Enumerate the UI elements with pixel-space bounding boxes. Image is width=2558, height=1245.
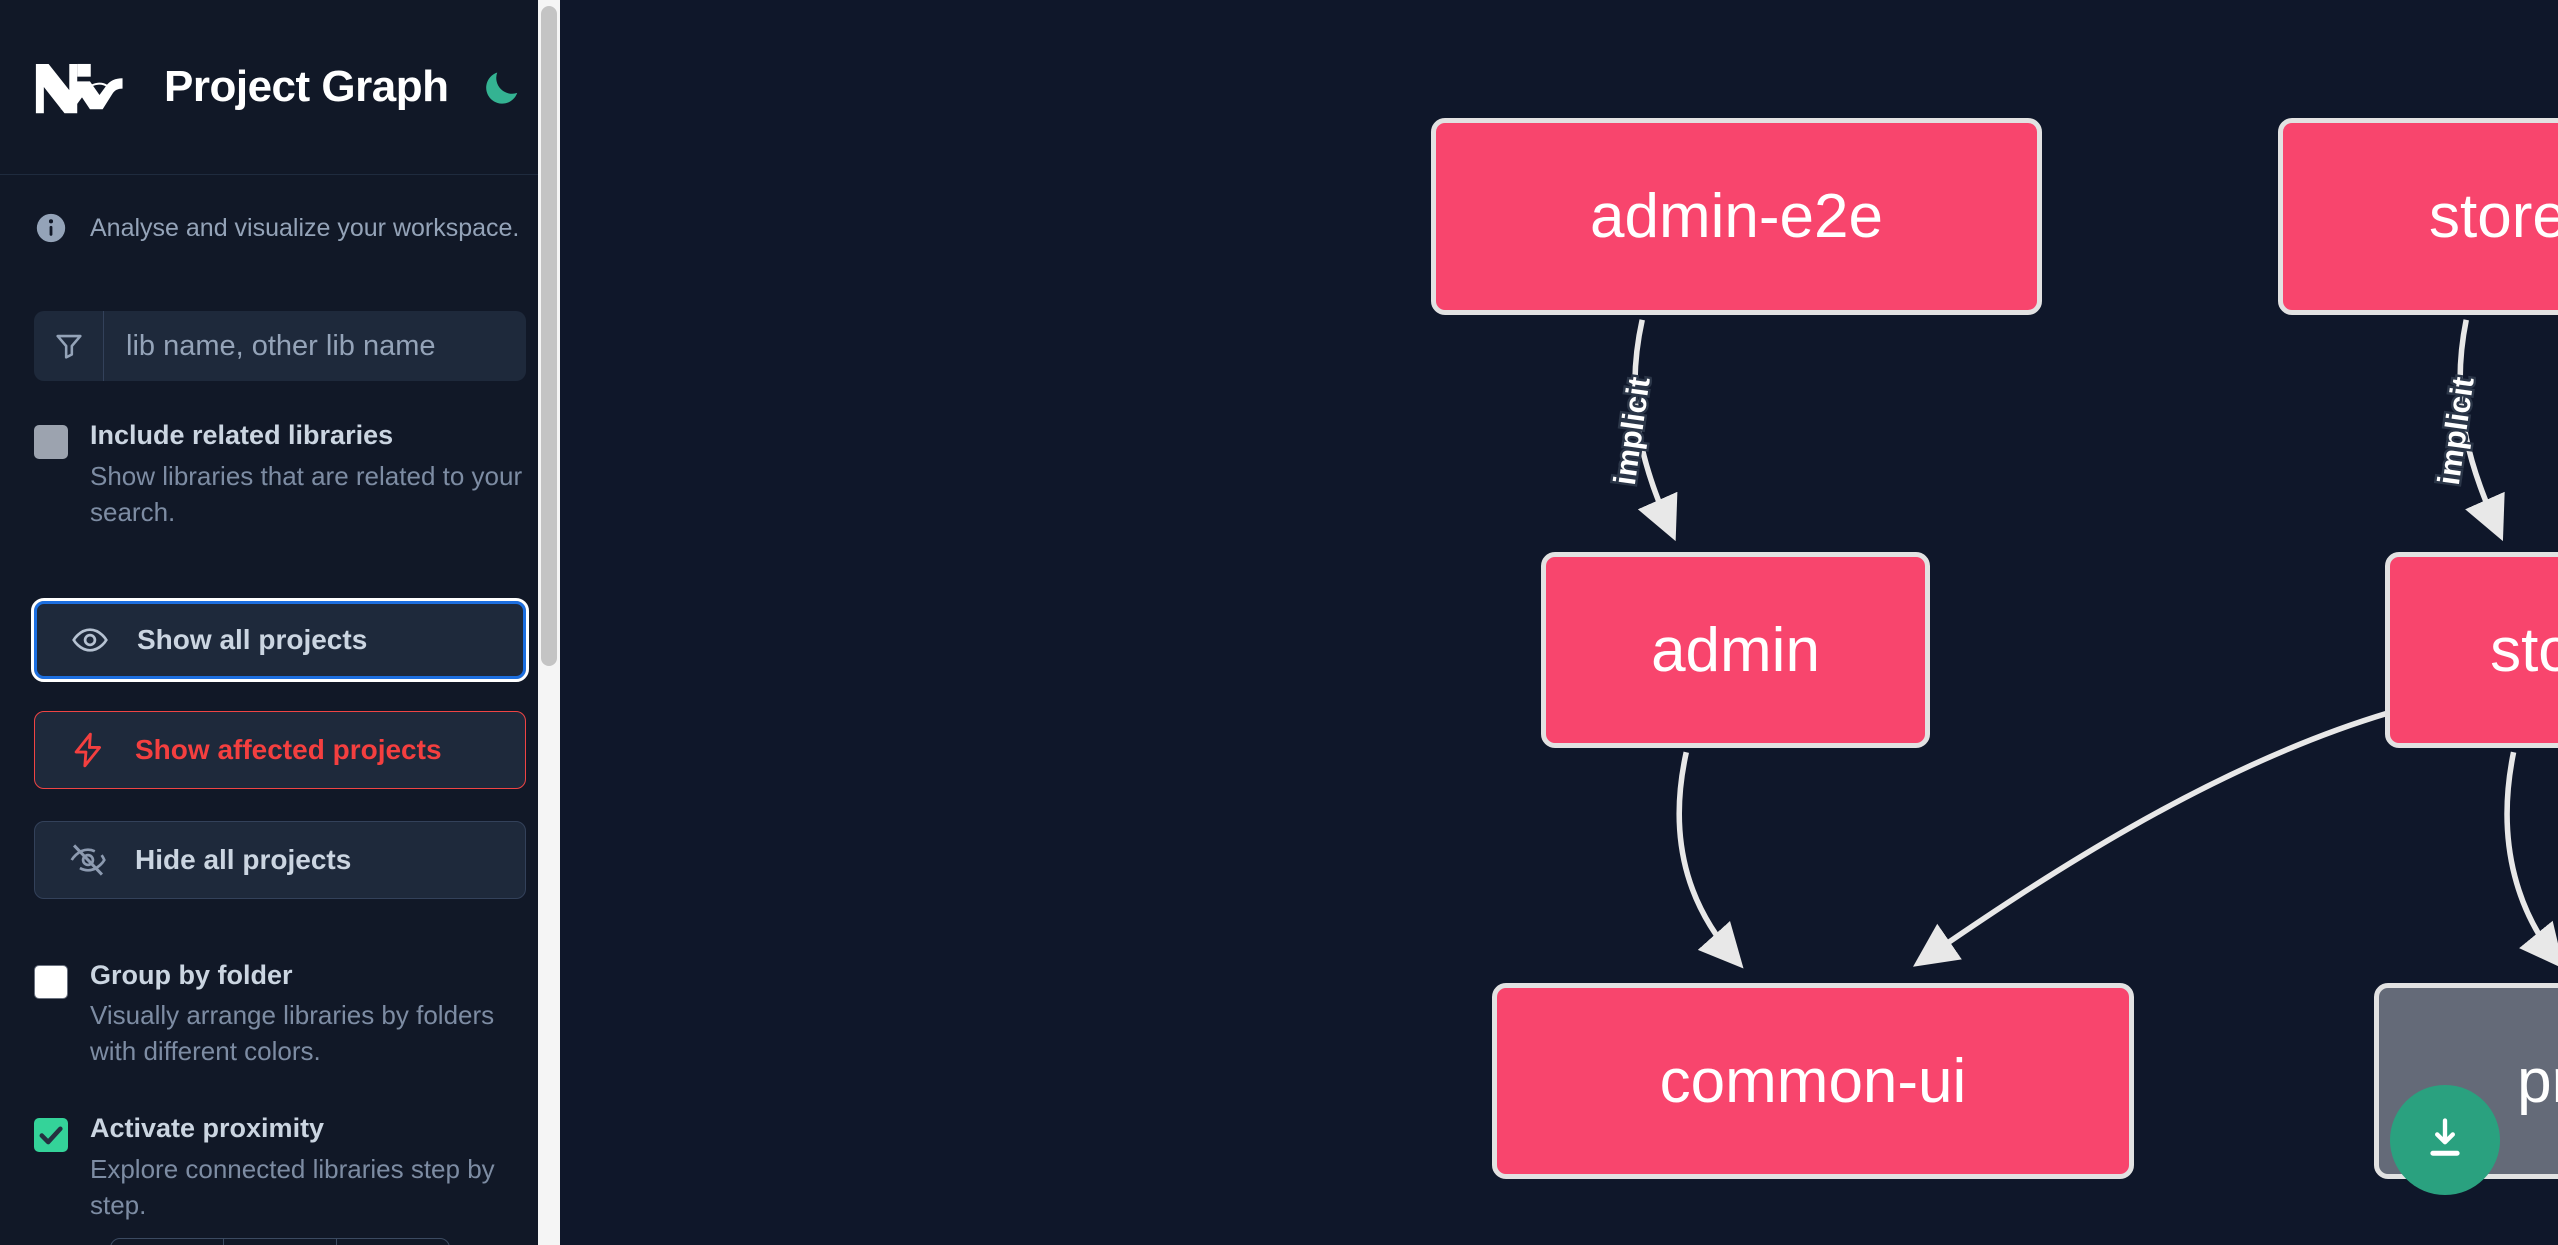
nx-logo-icon [34,56,130,118]
node-label: common-ui [1659,1046,1967,1116]
activate-proximity-checkbox[interactable] [34,1118,68,1152]
graph-node-admin[interactable]: admin [1541,552,1930,748]
edge-store-to-common-ui [1913,710,2389,967]
option-label: Include related libraries [90,420,394,450]
node-label: store-e2e [2429,182,2558,251]
segment-2[interactable] [224,1239,337,1245]
graph-node-store[interactable]: store [2385,552,2558,748]
show-affected-projects-label: Show affected projects [135,733,442,765]
edge-store-to-products [2504,751,2558,969]
page-title: Project Graph [164,62,449,111]
hide-all-projects-label: Hide all projects [135,843,352,875]
graph-node-common-ui[interactable]: common-ui [1492,983,2134,1179]
option-description: Visually arrange libraries by folders wi… [90,1000,495,1067]
hide-all-projects-button[interactable]: Hide all projects [34,820,526,899]
edge-store-e2e-to-store [2457,319,2505,542]
sidebar: Project Graph Analyse and visualize your… [0,0,560,1245]
option-description: Explore connected libraries step by step… [90,1153,495,1220]
sidebar-scrollbar-track[interactable] [538,0,560,1245]
segment-3[interactable] [337,1239,449,1245]
node-label: admin-e2e [1590,182,1883,251]
info-icon [34,211,68,245]
node-label: store [2490,615,2558,685]
eye-icon [71,621,111,659]
edge-admin-e2e-to-admin [1632,319,1678,542]
search-input[interactable] [104,311,526,381]
sidebar-header: Project Graph [0,0,560,175]
sidebar-scrollbar-thumb[interactable] [541,6,557,666]
graph-canvas[interactable]: implicit implicit admin-e2e store-e2e ad… [560,0,2558,1245]
lightning-bolt-icon [69,731,109,769]
download-icon [2419,1113,2471,1168]
graph-node-admin-e2e[interactable]: admin-e2e [1431,118,2042,315]
option-label: Group by folder [90,959,293,990]
edge-admin-to-common-ui [1676,751,1744,969]
node-label: admin [1651,615,1820,685]
show-affected-projects-button[interactable]: Show affected projects [34,710,526,789]
bottom-segmented-control[interactable] [110,1238,450,1245]
option-description: Show libraries that are related to your … [90,460,523,527]
show-all-projects-label: Show all projects [137,623,368,655]
sidebar-tagline-text: Analyse and visualize your workspace. [90,213,520,242]
graph-node-store-e2e[interactable]: store-e2e [2278,118,2558,315]
sidebar-tagline: Analyse and visualize your workspace. [0,175,560,245]
eye-off-icon [69,841,109,879]
option-label: Activate proximity [90,1113,325,1143]
search-field[interactable] [34,311,526,381]
filter-icon [34,311,104,381]
group-by-folder-checkbox[interactable] [34,964,68,999]
option-group-by-folder[interactable]: Group by folder Visually arrange librari… [0,959,560,1071]
action-button-group: Show all projects Show affected projects [31,597,529,899]
graph-edges: implicit implicit [1604,319,2558,969]
segment-1[interactable] [111,1239,224,1245]
moon-icon[interactable] [478,61,526,113]
option-include-related-libraries[interactable]: Include related libraries Show libraries… [0,419,560,531]
download-button[interactable] [2390,1085,2500,1195]
show-all-projects-button[interactable]: Show all projects [31,597,529,682]
include-related-libraries-checkbox[interactable] [34,425,68,459]
node-label: products [2517,1046,2558,1116]
option-activate-proximity[interactable]: Activate proximity Explore connected lib… [0,1112,560,1224]
